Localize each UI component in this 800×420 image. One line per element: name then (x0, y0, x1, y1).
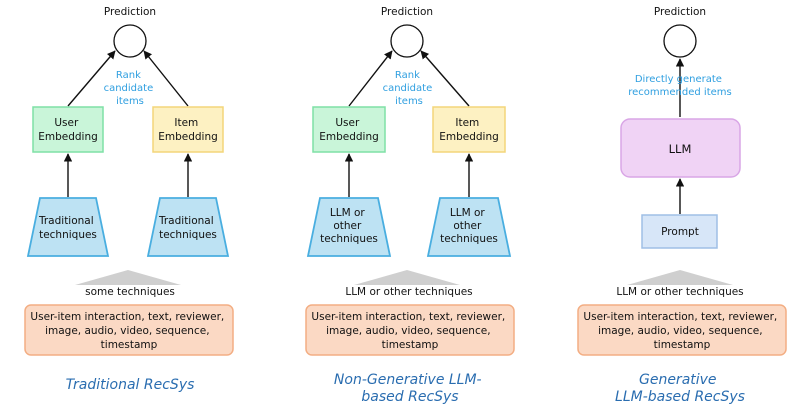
user-embedding-label: User Embedding (38, 117, 98, 143)
prediction-node (663, 24, 697, 58)
input-data-box (24, 304, 234, 356)
panel-traditional: Prediction Rank candidate items User Emb… (24, 6, 234, 393)
llm-box (620, 118, 741, 178)
input-data-label: User-item interaction, text, reviewer, i… (583, 311, 780, 351)
wide-up-arrow (354, 270, 460, 285)
panel-caption: Generative LLM-based RecSys (615, 372, 745, 405)
input-data-label: User-item interaction, text, reviewer, i… (311, 311, 508, 351)
prediction-label: Prediction (381, 6, 433, 18)
item-to-prediction-arrow (420, 50, 470, 107)
left-technique-trapezoid (26, 197, 110, 257)
panel-caption: Traditional RecSys (66, 377, 195, 393)
rank-label: Rank candidate items (104, 70, 157, 107)
item-embedding-label: Item Embedding (158, 117, 218, 143)
prediction-label: Prediction (104, 6, 156, 18)
arrow-label: LLM or other techniques (345, 286, 472, 298)
user-to-prediction-arrow (67, 50, 116, 107)
wide-up-arrow (627, 270, 733, 285)
user-embedding-label: User Embedding (319, 117, 379, 143)
item-embedding-box (152, 106, 224, 153)
user-embedding-box (312, 106, 386, 153)
input-data-box (305, 304, 515, 356)
wide-up-arrow (75, 270, 181, 285)
user-embedding-box (32, 106, 104, 153)
prompt-box (641, 214, 718, 249)
llm-label: LLM (669, 142, 692, 156)
rank-label: Rank candidate items (383, 70, 436, 107)
input-data-label: User-item interaction, text, reviewer, i… (30, 311, 227, 351)
right-technique-trapezoid (146, 197, 230, 257)
prediction-label: Prediction (654, 6, 706, 18)
item-embedding-label: Item Embedding (439, 117, 499, 143)
panel-non-generative: Prediction Rank candidate items User Emb… (305, 6, 515, 405)
prediction-node (113, 24, 147, 58)
arrow-label: some techniques (85, 286, 175, 298)
user-to-prediction-arrow (348, 50, 393, 107)
item-embedding-box (432, 106, 506, 153)
right-technique-label: LLM or other techniques (440, 207, 498, 245)
input-data-box (577, 304, 787, 356)
generate-label: Directly generate recommended items (628, 74, 731, 98)
left-technique-label: Traditional techniques (38, 215, 97, 241)
panel-generative: Prediction Directly generate recommended… (577, 6, 787, 405)
arrow-label: LLM or other techniques (616, 286, 743, 298)
prediction-node (390, 24, 424, 58)
panel-caption: Non-Generative LLM- based RecSys (334, 372, 486, 405)
prompt-label: Prompt (661, 226, 699, 238)
right-technique-label: Traditional techniques (158, 215, 217, 241)
left-technique-trapezoid (306, 197, 392, 257)
left-technique-label: LLM or other techniques (320, 207, 378, 245)
item-to-prediction-arrow (143, 50, 189, 107)
right-technique-trapezoid (426, 197, 512, 257)
